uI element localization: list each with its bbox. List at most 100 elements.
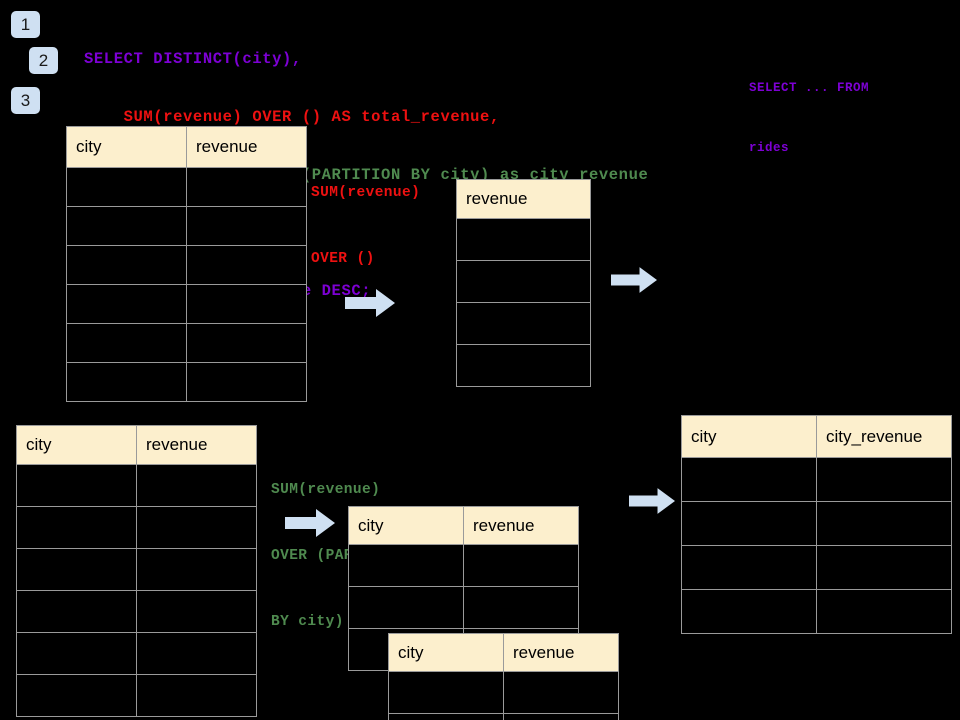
cell-city xyxy=(66,284,187,324)
cell-city xyxy=(16,674,137,717)
column-header-city: city xyxy=(16,425,137,465)
annotation-city-revenue-line-1: SUM(revenue) xyxy=(271,482,381,498)
cell-revenue xyxy=(186,362,307,402)
table-row xyxy=(66,245,307,285)
annotation-total-revenue-line-1: SUM(revenue) xyxy=(311,185,421,201)
column-header-revenue: revenue xyxy=(136,425,257,465)
column-header-city: city xyxy=(348,506,464,545)
cell-city xyxy=(16,506,137,549)
column-header-revenue: revenue xyxy=(186,126,307,168)
table-row xyxy=(388,713,619,720)
table-row xyxy=(66,206,307,246)
table-row xyxy=(66,323,307,363)
cell-revenue xyxy=(136,674,257,717)
cell-city-revenue xyxy=(816,545,952,590)
cell-city xyxy=(66,245,187,285)
table-header-row: city revenue xyxy=(66,126,307,168)
annotation-total-revenue: SUM(revenue) OVER () xyxy=(311,138,420,314)
table-row xyxy=(16,632,257,675)
cell-city-revenue xyxy=(816,457,952,502)
cell-city xyxy=(16,548,137,591)
table-row xyxy=(348,586,579,629)
table-header-row: city revenue xyxy=(16,425,257,465)
column-header-city: city xyxy=(681,415,817,458)
column-header-revenue: revenue xyxy=(456,179,591,219)
cell-revenue xyxy=(463,544,579,587)
side-note-line-1: SELECT ... FROM xyxy=(749,81,870,95)
table-row xyxy=(16,590,257,633)
cell-revenue xyxy=(136,464,257,507)
annotation-total-revenue-line-2: OVER () xyxy=(311,251,375,267)
arrow-total-to-result xyxy=(611,267,657,293)
table-row xyxy=(456,302,591,345)
table-row xyxy=(681,501,952,546)
cell-city xyxy=(66,206,187,246)
arrow-source-to-partition xyxy=(285,509,335,537)
cell-revenue xyxy=(136,548,257,591)
cell-revenue xyxy=(503,713,619,720)
cell-revenue xyxy=(456,344,591,387)
cell-city xyxy=(681,457,817,502)
step-badge-3: 3 xyxy=(11,87,40,114)
table-header-row: revenue xyxy=(456,179,591,219)
cell-city xyxy=(388,671,504,714)
cell-city xyxy=(681,589,817,634)
table-row xyxy=(16,506,257,549)
side-note-select-from: SELECT ... FROM rides xyxy=(749,38,869,198)
table-source-top: city revenue xyxy=(66,126,307,402)
cell-city xyxy=(681,545,817,590)
cell-revenue xyxy=(186,206,307,246)
table-row xyxy=(16,464,257,507)
table-row xyxy=(16,674,257,717)
cell-city xyxy=(681,501,817,546)
cell-revenue xyxy=(456,302,591,345)
side-note-line-2: rides xyxy=(749,141,790,155)
cell-revenue xyxy=(456,260,591,303)
cell-city xyxy=(348,586,464,629)
column-header-city-revenue: city_revenue xyxy=(816,415,952,458)
table-header-row: city revenue xyxy=(348,506,579,545)
cell-city xyxy=(66,323,187,363)
cell-revenue xyxy=(186,323,307,363)
code-line-2: SUM(revenue) OVER () AS total_revenue, xyxy=(84,108,500,126)
cell-revenue xyxy=(186,284,307,324)
annotation-city-revenue-line-3: BY city) xyxy=(271,614,344,630)
cell-revenue xyxy=(186,167,307,207)
cell-revenue xyxy=(186,245,307,285)
table-row xyxy=(388,671,619,714)
cell-city xyxy=(16,464,137,507)
cell-city-revenue xyxy=(816,589,952,634)
cell-revenue xyxy=(503,671,619,714)
table-row xyxy=(66,362,307,402)
table-row xyxy=(16,548,257,591)
cell-city xyxy=(66,167,187,207)
code-line-1: SELECT DISTINCT(city), xyxy=(84,50,302,68)
arrow-source-to-total xyxy=(345,289,395,317)
cell-revenue xyxy=(456,218,591,261)
table-row xyxy=(456,260,591,303)
table-row xyxy=(348,544,579,587)
column-header-revenue: revenue xyxy=(463,506,579,545)
cell-city xyxy=(66,362,187,402)
table-row xyxy=(66,167,307,207)
table-row xyxy=(456,344,591,387)
table-row xyxy=(681,589,952,634)
table-row xyxy=(456,218,591,261)
step-badge-1: 1 xyxy=(11,11,40,38)
table-header-row: city revenue xyxy=(388,633,619,672)
table-row xyxy=(681,545,952,590)
table-row xyxy=(66,284,307,324)
table-partition-b: city revenue xyxy=(388,633,619,720)
cell-revenue xyxy=(136,506,257,549)
table-result: city city_revenue xyxy=(681,415,952,634)
table-total-revenue: revenue xyxy=(456,179,591,387)
cell-city xyxy=(16,590,137,633)
cell-revenue xyxy=(136,632,257,675)
cell-city xyxy=(16,632,137,675)
column-header-revenue: revenue xyxy=(503,633,619,672)
column-header-city: city xyxy=(388,633,504,672)
step-badge-2: 2 xyxy=(29,47,58,74)
cell-city-revenue xyxy=(816,501,952,546)
arrow-partition-to-result xyxy=(629,488,675,514)
